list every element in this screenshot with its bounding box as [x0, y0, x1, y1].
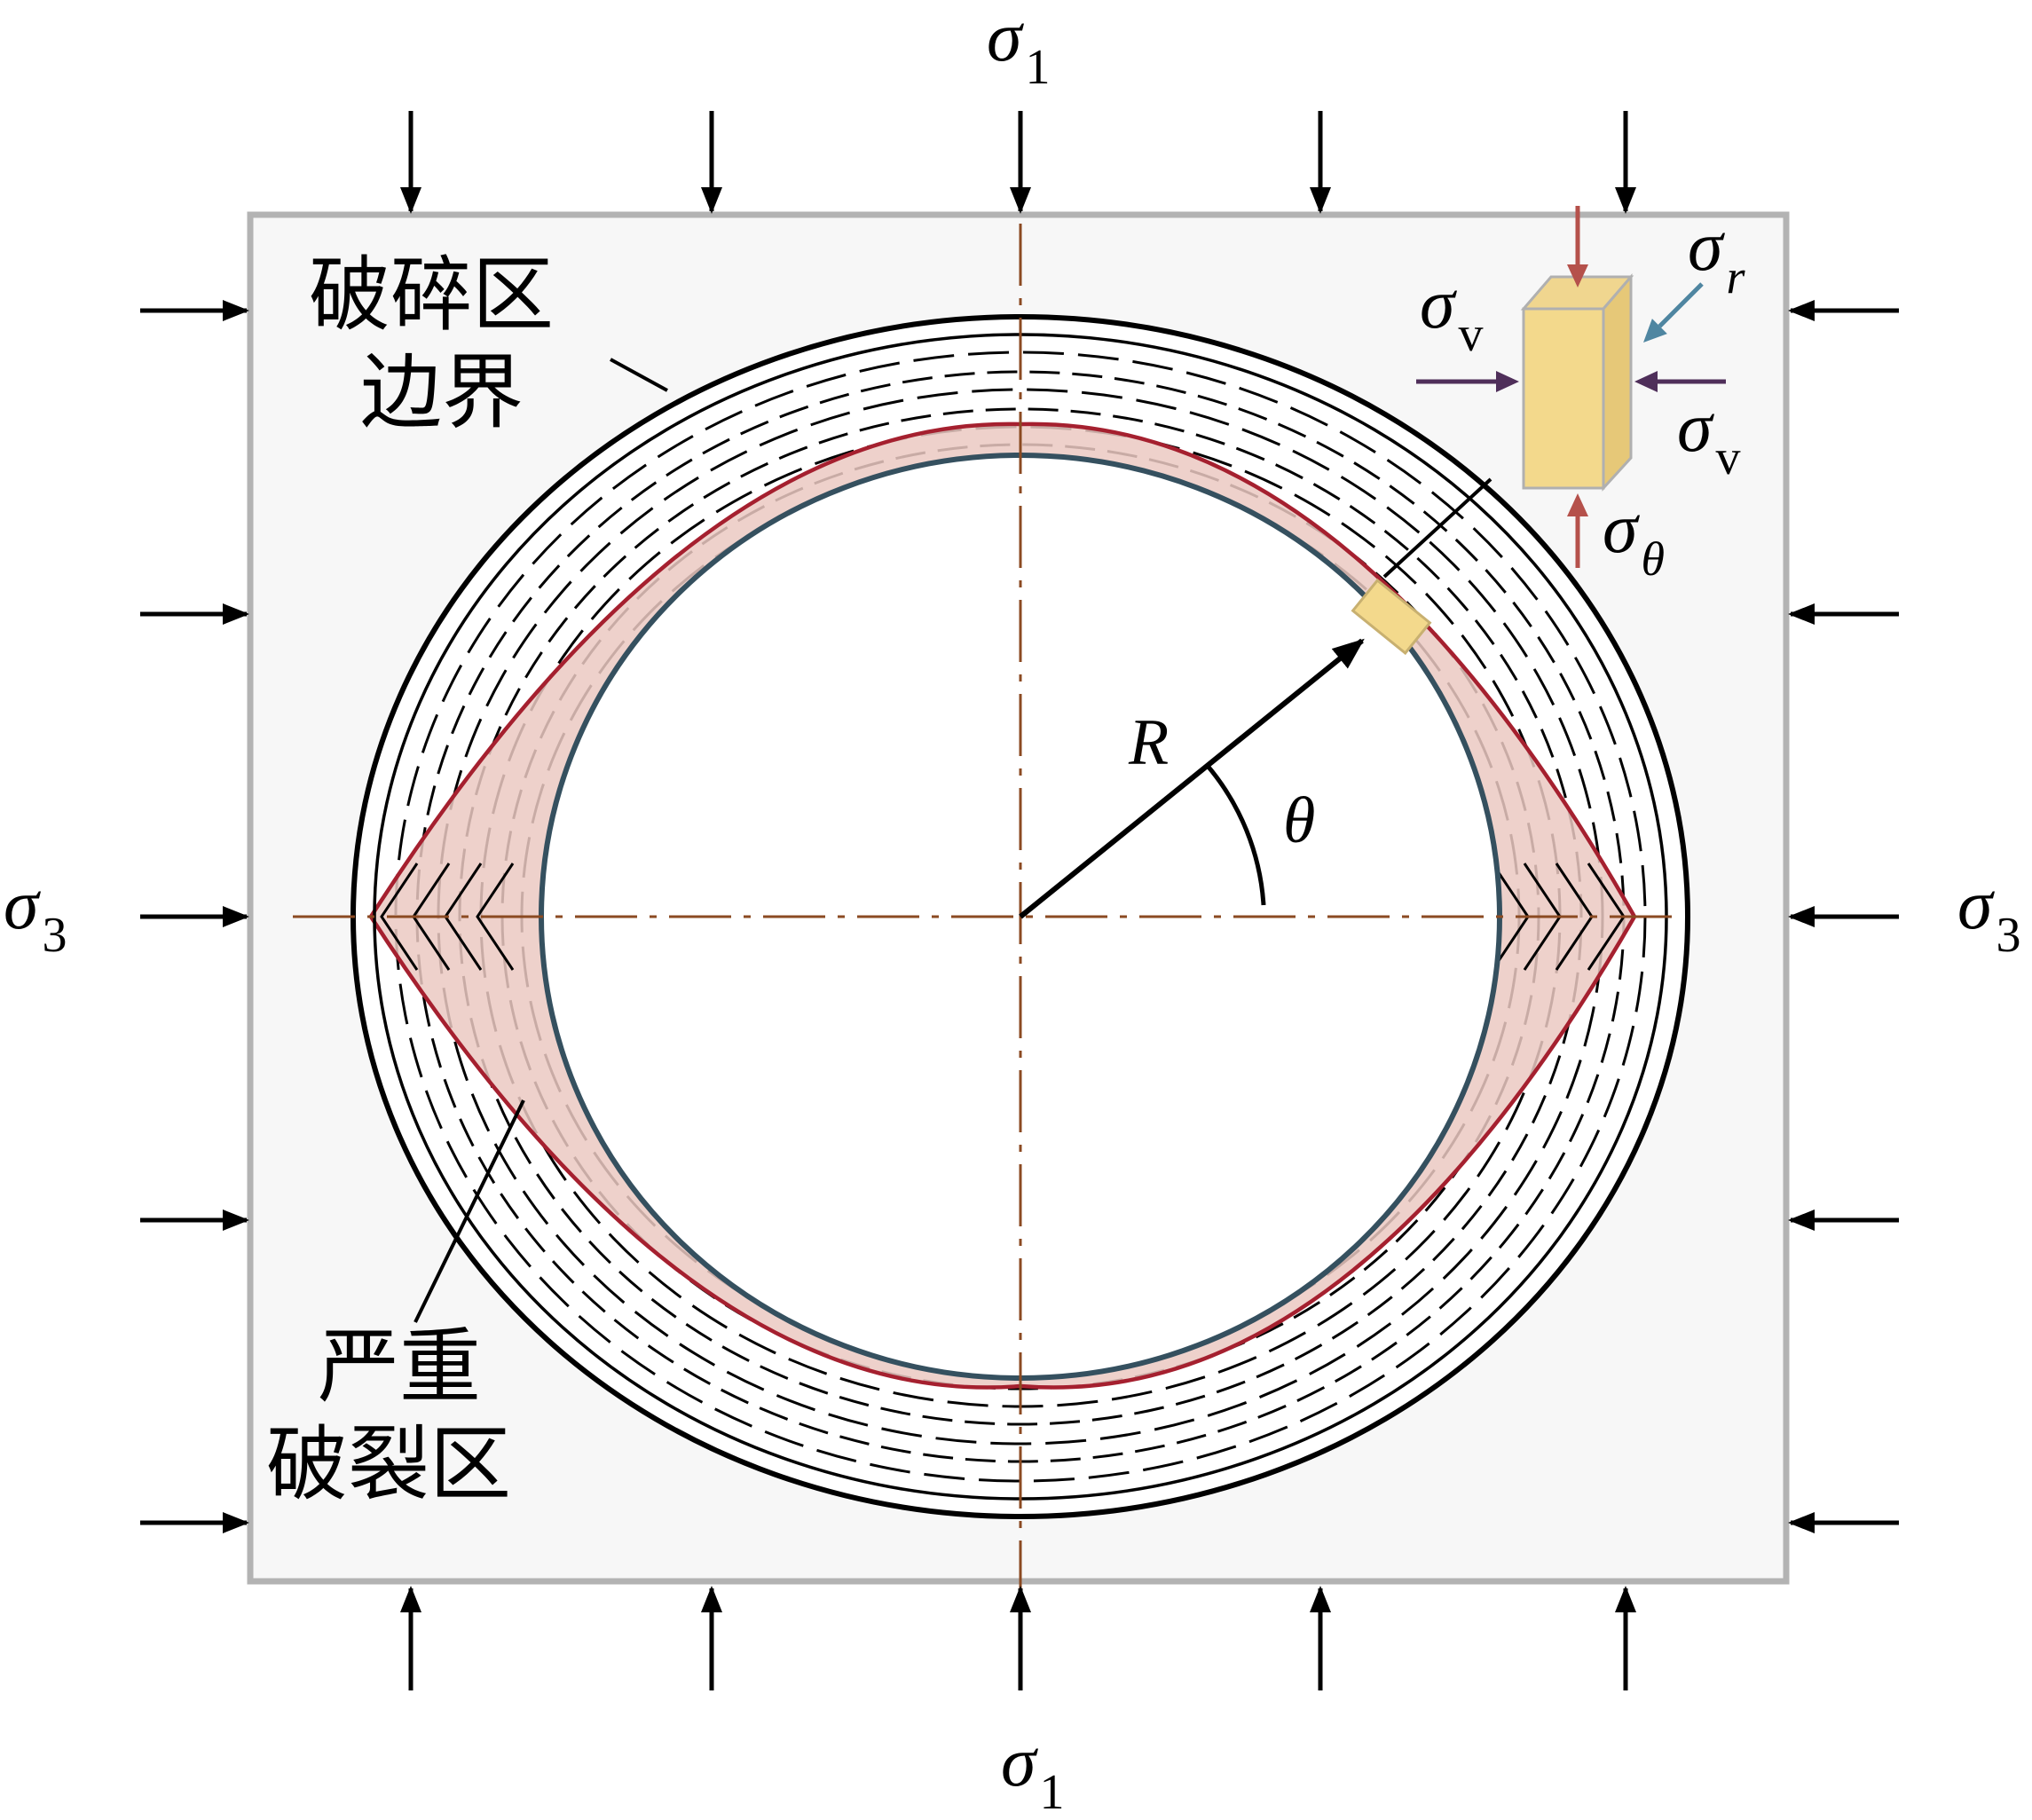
sigma-symbol: σ: [4, 866, 39, 944]
sigma-symbol: σ: [1688, 208, 1723, 286]
sigma3-right-label: σ3: [1957, 870, 2020, 960]
sigma-v-left-label: σv: [1420, 269, 1483, 359]
subscript-1: 1: [1025, 40, 1051, 95]
sigma-r-arrow-head: [1643, 319, 1667, 343]
label-line: 破裂区: [266, 1417, 512, 1513]
chevron-mark-left: [476, 863, 515, 971]
angle-label: θ: [1283, 784, 1316, 857]
sigma-theta-label: σθ: [1603, 493, 1665, 583]
sigma-v-right-label: σv: [1677, 392, 1740, 483]
sigma3-left-label: σ3: [4, 870, 67, 960]
subscript-3: 3: [42, 908, 67, 963]
radius-arrow: [1019, 638, 1365, 919]
chevron-mark-left: [380, 863, 419, 971]
subscript-r: r: [1726, 250, 1745, 303]
label-line: 边界: [360, 345, 524, 441]
element-leader-line: [1382, 477, 1492, 579]
sigma-symbol: σ: [987, 0, 1022, 76]
sigma-symbol: σ: [1957, 866, 1993, 944]
sigma-symbol: σ: [1677, 389, 1713, 467]
sigma-symbol: σ: [1603, 490, 1638, 568]
boundary-load-arrows: [140, 111, 1899, 1690]
subscript-theta: θ: [1641, 532, 1665, 586]
sigma-symbol: σ: [1420, 265, 1455, 343]
boundary-leader-line: [610, 358, 668, 392]
zone-leader-line: [413, 1099, 525, 1323]
subscript-1: 1: [1039, 1765, 1065, 1820]
sigma-v-arrow-right-head: [1634, 371, 1658, 392]
broken-zone-boundary-label: 破碎区 边界: [309, 247, 554, 443]
sigma-v-arrow-left-head: [1496, 371, 1519, 392]
label-line: 破碎区: [309, 248, 555, 343]
sigma-r-arrow-shaft: [1658, 282, 1704, 328]
sigma-theta-arrow-bottom-head: [1567, 493, 1588, 516]
severe-fracture-zone-label: 严重 破裂区: [266, 1319, 511, 1515]
radius-label: R: [1129, 706, 1170, 779]
subscript-v: v: [1715, 430, 1741, 485]
stress-cube: [1520, 272, 1634, 492]
sigma-r-label: σr: [1688, 211, 1745, 301]
label-line: 严重: [318, 1320, 482, 1414]
angle-arc: [1205, 763, 1266, 906]
sigma1-top-label: σ1: [987, 0, 1050, 92]
sigma1-bottom-label: σ1: [1001, 1727, 1064, 1817]
sigma-symbol: σ: [1001, 1723, 1036, 1801]
sigma-theta-arrow-top-head: [1567, 264, 1588, 288]
wall-stress-element: [1351, 578, 1432, 656]
subscript-v: v: [1458, 307, 1484, 362]
subscript-3: 3: [1996, 908, 2021, 963]
element-stress-arrows: [1416, 206, 1726, 568]
